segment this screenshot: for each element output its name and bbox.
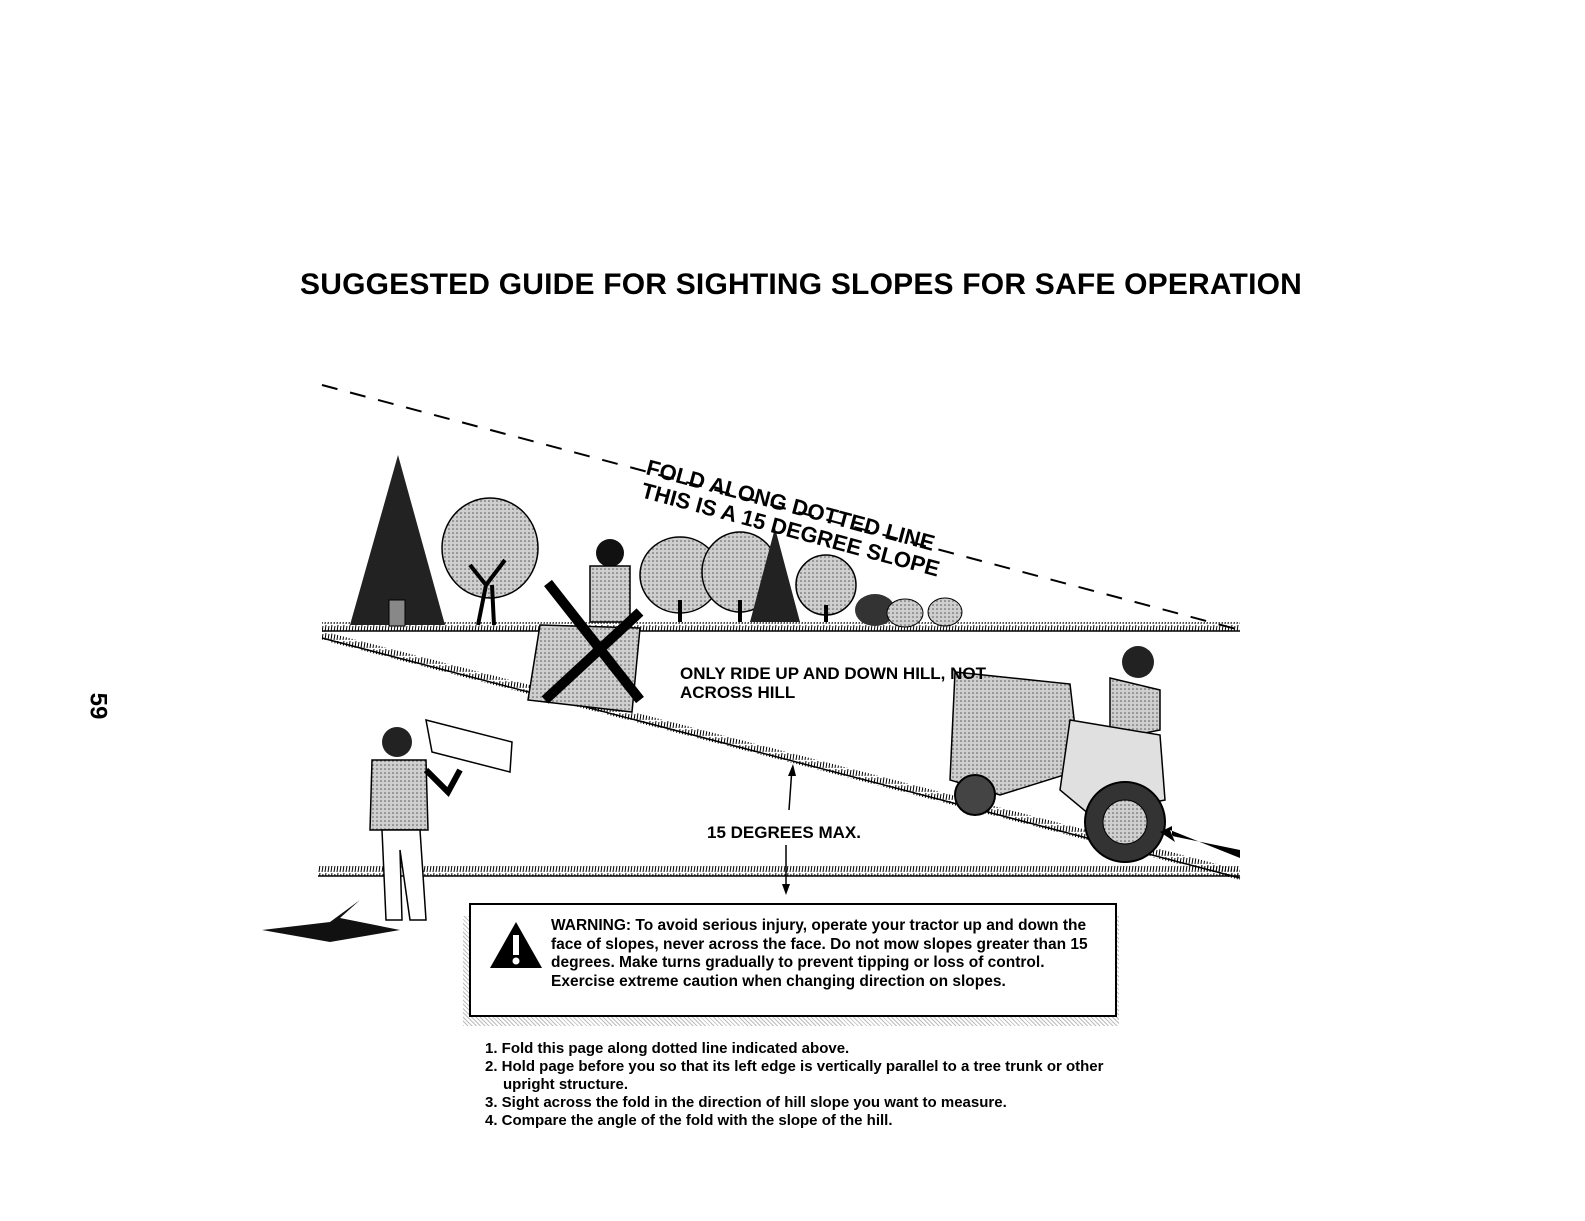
warning-box: WARNING: To avoid serious injury, operat…: [469, 903, 1117, 1017]
degrees-max-caption: 15 DEGREES MAX.: [707, 823, 861, 842]
tractor-across-hill: [527, 539, 644, 713]
tree-cluster: [639, 528, 963, 628]
instruction-step: 1. Fold this page along dotted line indi…: [485, 1040, 850, 1057]
instruction-step: 3. Sight across the fold in the directio…: [485, 1094, 1007, 1111]
instruction-step: 4. Compare the angle of the fold with th…: [485, 1112, 893, 1129]
ride-direction-caption: ONLY RIDE UP AND DOWN HILL, NOT ACROSS H…: [680, 664, 987, 702]
degree-arrows: [782, 764, 796, 895]
tractor-up-hill: [949, 646, 1240, 863]
man-sighting-slope: [262, 718, 513, 942]
ground-grass: [318, 866, 1240, 876]
tree: [441, 497, 539, 626]
pine-tree: [350, 455, 445, 627]
horizon-grass: [322, 622, 1240, 631]
fold-dotted-line: [321, 384, 1241, 631]
page-title: SUGGESTED GUIDE FOR SIGHTING SLOPES FOR …: [300, 268, 1303, 301]
warning-triangle-icon: [490, 922, 542, 968]
warning-text: WARNING: To avoid serious injury, operat…: [551, 917, 1088, 990]
instruction-list: 1. Fold this page along dotted line indi…: [485, 1040, 1125, 1130]
instruction-step: 2. Hold page before you so that its left…: [485, 1058, 1104, 1093]
